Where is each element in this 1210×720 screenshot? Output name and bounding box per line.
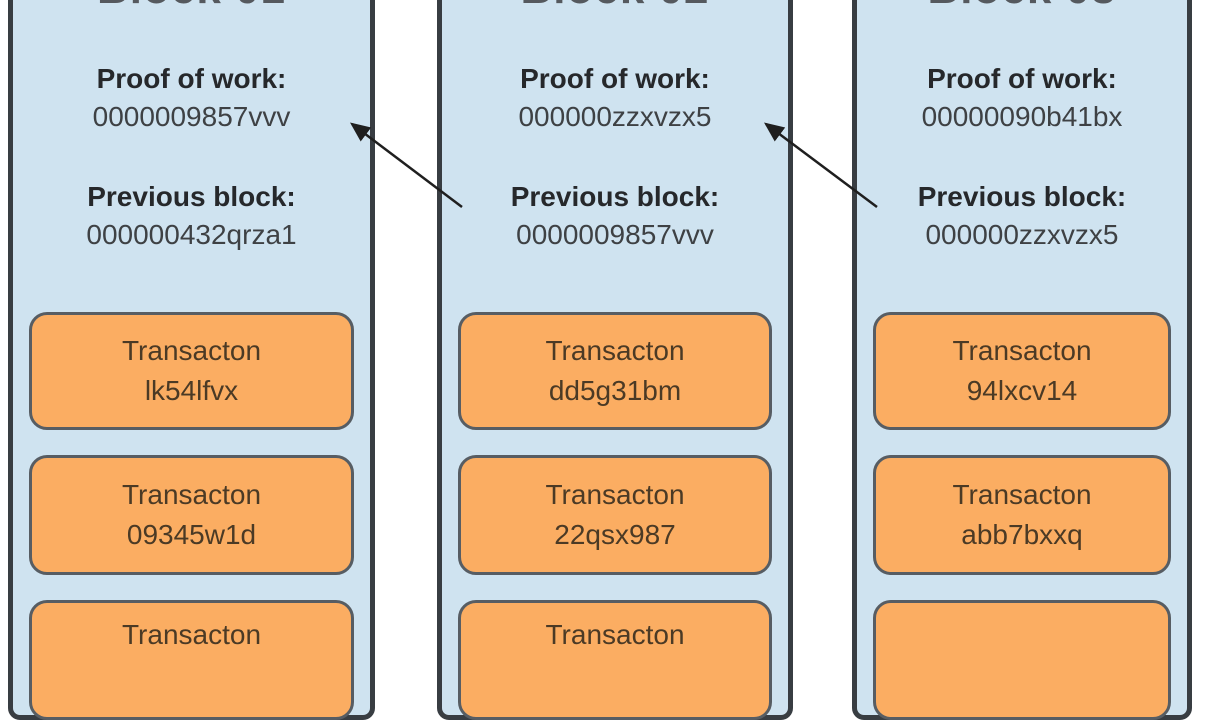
- transaction-box: Transacton dd5g31bm: [458, 312, 772, 430]
- block-01-previous-block: Previous block: 000000432qrza1: [13, 178, 370, 254]
- transaction-label: Transacton: [952, 479, 1092, 510]
- transaction-id: dd5g31bm: [548, 375, 682, 406]
- previous-block-value: 0000009857vvv: [516, 219, 714, 250]
- block-02-previous-block: Previous block: 0000009857vvv: [442, 178, 788, 254]
- block-03-title: Block 03: [857, 0, 1187, 15]
- transaction-id: lk54lfvx: [144, 375, 239, 406]
- previous-block-value: 000000zzxvzx5: [925, 219, 1119, 250]
- transaction-label: Transacton: [545, 335, 685, 366]
- transaction-box: Transacton 94lxcv14: [873, 312, 1171, 430]
- block-03-proof-of-work: Proof of work: 00000090b41bx: [857, 60, 1187, 136]
- transaction-label: Transacton: [545, 479, 685, 510]
- transaction-box: Transacton abb7bxxq: [873, 455, 1171, 575]
- transaction-box: Transacton lk54lfvx: [29, 312, 354, 430]
- proof-of-work-value: 000000zzxvzx5: [518, 101, 712, 132]
- proof-of-work-value: 00000090b41bx: [921, 101, 1123, 132]
- transaction-id: 94lxcv14: [966, 375, 1078, 406]
- block-02-title: Block 02: [442, 0, 788, 15]
- transaction-box: Transacton: [458, 600, 772, 720]
- block-01-proof-of-work: Proof of work: 0000009857vvv: [13, 60, 370, 136]
- transaction-box: [873, 600, 1171, 720]
- transaction-label: Transacton: [121, 479, 262, 510]
- block-02: Block 02 Proof of work: 000000zzxvzx5 Pr…: [437, 0, 793, 720]
- block-01: Block 01 Proof of work: 0000009857vvv Pr…: [8, 0, 375, 720]
- block-02-proof-of-work: Proof of work: 000000zzxvzx5: [442, 60, 788, 136]
- previous-block-label: Previous block:: [510, 181, 720, 212]
- proof-of-work-label: Proof of work:: [927, 63, 1117, 94]
- transaction-label: Transacton: [952, 335, 1092, 366]
- transaction-label: Transacton: [545, 619, 685, 650]
- transaction-box: Transacton 09345w1d: [29, 455, 354, 575]
- block-03: Block 03 Proof of work: 00000090b41bx Pr…: [852, 0, 1192, 720]
- transaction-id: 09345w1d: [126, 519, 257, 550]
- transaction-label: Transacton: [121, 619, 262, 650]
- block-01-title: Block 01: [13, 0, 370, 15]
- transaction-id: abb7bxxq: [961, 519, 1083, 550]
- transaction-box: Transacton: [29, 600, 354, 720]
- proof-of-work-label: Proof of work:: [520, 63, 710, 94]
- proof-of-work-label: Proof of work:: [96, 63, 287, 94]
- previous-block-value: 000000432qrza1: [86, 219, 297, 250]
- previous-block-label: Previous block:: [87, 181, 296, 212]
- transaction-label: Transacton: [121, 335, 262, 366]
- blockchain-diagram: Block 01 Proof of work: 0000009857vvv Pr…: [8, 0, 1192, 720]
- transaction-id: 22qsx987: [554, 519, 676, 550]
- previous-block-label: Previous block:: [917, 181, 1127, 212]
- proof-of-work-value: 0000009857vvv: [92, 101, 291, 132]
- transaction-box: Transacton 22qsx987: [458, 455, 772, 575]
- block-03-previous-block: Previous block: 000000zzxvzx5: [857, 178, 1187, 254]
